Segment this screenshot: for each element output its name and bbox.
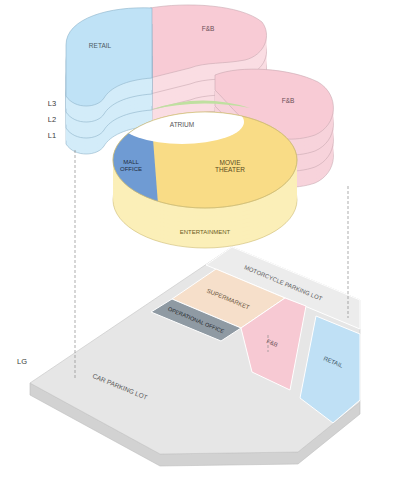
zone-area: ATRIUM (160, 120, 204, 129)
guide-lines (75, 150, 348, 378)
block-top (66, 8, 152, 106)
zone-name: MALL OFFICE (118, 159, 144, 173)
zone-name: F&B (274, 97, 302, 104)
atrium-void (120, 100, 244, 144)
zone-name: RETAIL (80, 42, 120, 49)
disc-outline (113, 112, 297, 208)
green-ring (150, 100, 250, 110)
office-sector (100, 100, 160, 230)
theater-disc (100, 100, 297, 248)
ground-slab (30, 247, 360, 466)
zone-area: MALL OFFICE (116, 158, 146, 174)
level-label: L3 (48, 100, 56, 108)
zone-area: ENTERTAINMENT (160, 228, 250, 237)
zone-area: RETAIL (78, 41, 122, 50)
fnb-zone (241, 298, 306, 390)
zone-area: F&B (192, 24, 224, 33)
level-label: L1 (48, 132, 56, 140)
zone-name: ATRIUM (162, 121, 202, 128)
zone-area: MOVIE THEATER (207, 158, 253, 175)
zone-area: F&B (272, 96, 304, 105)
slab-top (30, 247, 360, 454)
level-label: L2 (48, 116, 56, 124)
level-label: LG (17, 358, 27, 366)
guide-line (348, 186, 349, 318)
zone-name: MOVIE THEATER (209, 159, 251, 174)
zone-name: F&B (194, 25, 222, 32)
retail-zone (300, 316, 360, 423)
zone-name: ENTERTAINMENT (162, 229, 248, 236)
block-top (150, 5, 267, 78)
office-zone (151, 299, 241, 341)
guide-line (75, 150, 76, 378)
